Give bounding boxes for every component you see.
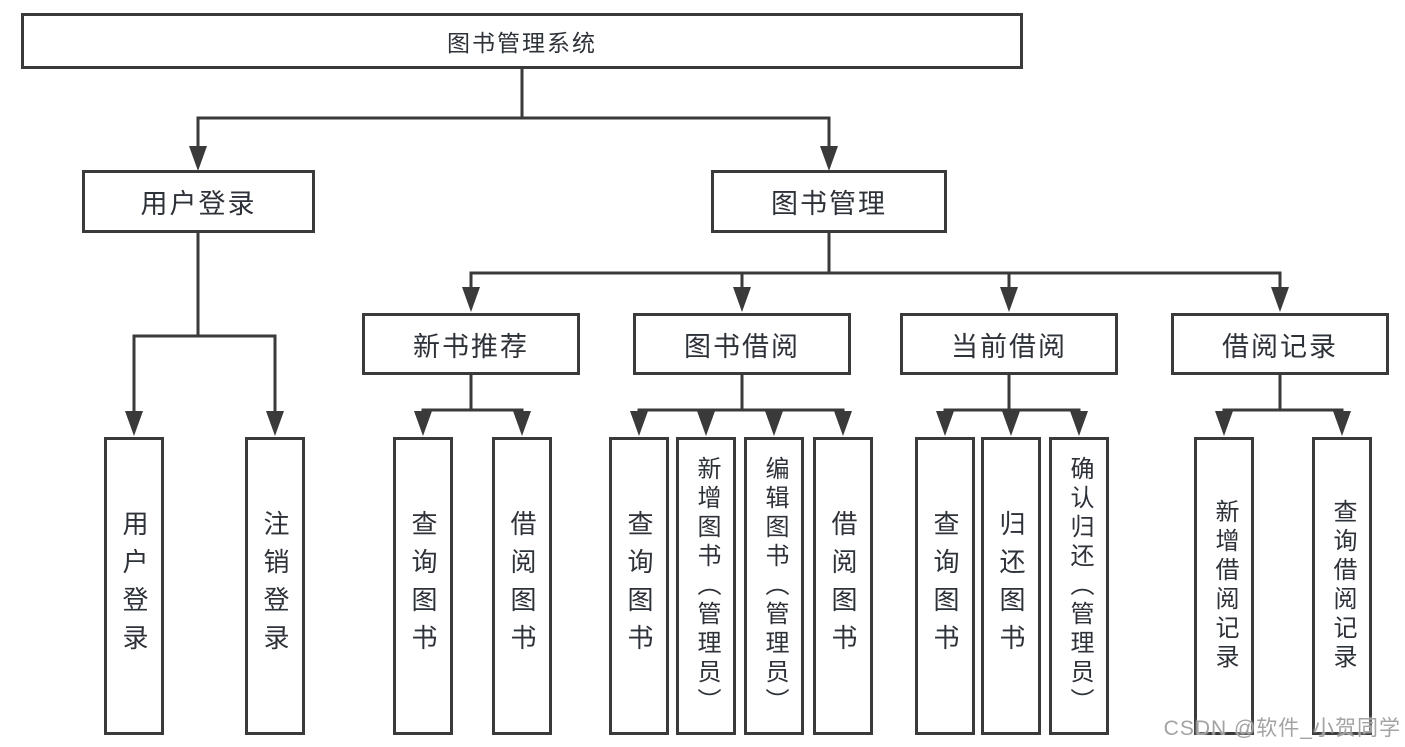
leaf-borrow-book: 借阅图书 [813,437,873,735]
arrow-down-icon [1002,411,1020,436]
leaf-add-book-admin: 新增图书（管理员） [676,437,736,735]
node-label: 当前借阅 [951,331,1067,362]
arrow-down-icon [1000,287,1018,312]
arrow-down-icon [462,287,480,312]
leaf-query-book: 查询图书 [609,437,669,735]
arrow-down-icon [820,146,838,171]
node-book-management: 图书管理 [711,170,947,233]
leaf-label: 借阅图书 [507,510,537,662]
arrow-down-icon [189,146,207,171]
leaf-label: 归还图书 [996,510,1026,662]
leaf-label: 新增借阅记录 [1211,499,1238,673]
leaf-query-book-current: 查询图书 [915,437,975,735]
leaf-label: 查询图书 [624,510,654,662]
node-label: 新书推荐 [413,331,529,362]
node-current-borrow: 当前借阅 [900,313,1118,375]
leaf-label: 查询借阅记录 [1329,499,1356,673]
leaf-label: 查询图书 [930,510,960,662]
csdn-watermark: CSDN @软件_小贺同学 [1163,717,1401,740]
leaf-confirm-return-admin: 确认归还（管理员） [1049,437,1109,735]
leaf-user-login: 用户登录 [104,437,164,735]
leaf-borrow-book-recommend: 借阅图书 [492,437,552,735]
node-book-borrow: 图书借阅 [633,313,851,375]
arrow-down-icon [765,411,783,436]
node-library-system: 图书管理系统 [21,13,1023,69]
arrow-down-icon [1333,411,1351,436]
arrow-down-icon [733,287,751,312]
arrow-down-icon [936,411,954,436]
leaf-return-book: 归还图书 [981,437,1041,735]
leaf-query-book-recommend: 查询图书 [393,437,453,735]
leaf-query-borrow-record: 查询借阅记录 [1312,437,1372,735]
node-label: 图书借阅 [684,331,800,362]
node-label: 图书管理系统 [447,30,597,56]
leaf-label: 借阅图书 [828,510,858,662]
node-label: 图书管理 [771,189,887,219]
arrow-down-icon [1271,287,1289,312]
arrow-down-icon [513,411,531,436]
arrowheads-group [125,146,1351,436]
leaf-label: 编辑图书（管理员） [761,455,788,717]
arrow-down-icon [1215,411,1233,436]
leaf-edit-book-admin: 编辑图书（管理员） [744,437,804,735]
node-borrow-records: 借阅记录 [1171,313,1389,375]
node-label: 用户登录 [140,189,257,219]
leaf-label: 确认归还（管理员） [1066,455,1093,717]
arrow-down-icon [697,411,715,436]
arrow-down-icon [630,411,648,436]
arrow-down-icon [414,411,432,436]
leaf-label: 查询图书 [408,510,438,662]
arrow-down-icon [1070,411,1088,436]
leaf-label: 用户登录 [119,510,149,662]
leaf-label: 新增图书（管理员） [693,455,720,717]
arrow-down-icon [125,411,143,436]
leaf-add-borrow-record: 新增借阅记录 [1194,437,1254,735]
node-user-login: 用户登录 [82,170,315,233]
arrow-down-icon [834,411,852,436]
arrow-down-icon [266,411,284,436]
leaf-label: 注销登录 [260,510,290,662]
leaf-logout: 注销登录 [245,437,305,735]
node-new-book-recommend: 新书推荐 [362,313,580,375]
node-label: 借阅记录 [1222,331,1338,362]
